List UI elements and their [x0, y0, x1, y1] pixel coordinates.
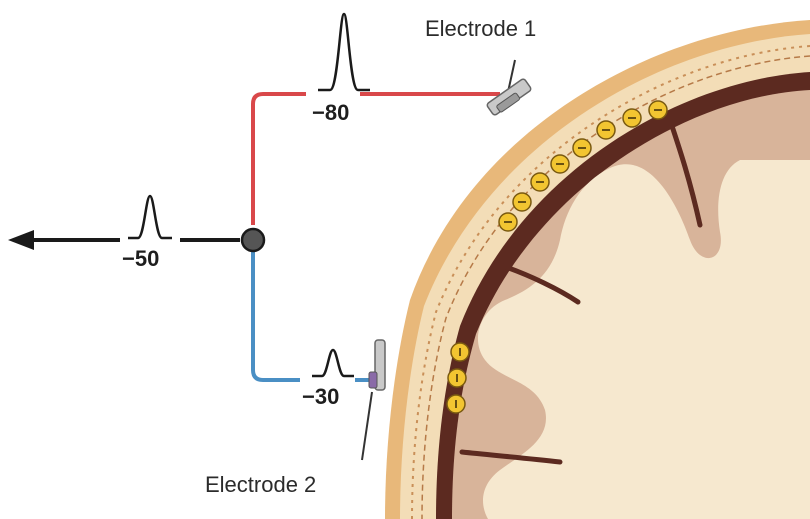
junction-node	[242, 229, 264, 251]
electrode-2-potential: −30	[302, 384, 339, 409]
output-potential: −50	[122, 246, 159, 271]
output-arrowhead	[8, 230, 34, 250]
neuron	[649, 101, 667, 119]
electrode-2-label: Electrode 2	[205, 472, 316, 497]
electrode-1-label: Electrode 1	[425, 16, 536, 41]
output-waveform	[128, 196, 172, 238]
neuron	[513, 193, 531, 211]
electrode-2	[362, 340, 385, 460]
neuron	[573, 139, 591, 157]
neuron	[451, 343, 469, 361]
electrode-1	[486, 60, 532, 116]
neuron	[597, 121, 615, 139]
electrode-1-potential: −80	[312, 100, 349, 125]
neuron	[623, 109, 641, 127]
electrode-2-wire	[253, 250, 372, 380]
neuron	[499, 213, 517, 231]
neuron	[531, 173, 549, 191]
neuron	[448, 369, 466, 387]
neuron	[551, 155, 569, 173]
neuron	[447, 395, 465, 413]
electrode-2-waveform	[312, 350, 354, 376]
electrode-1-waveform	[318, 14, 370, 90]
